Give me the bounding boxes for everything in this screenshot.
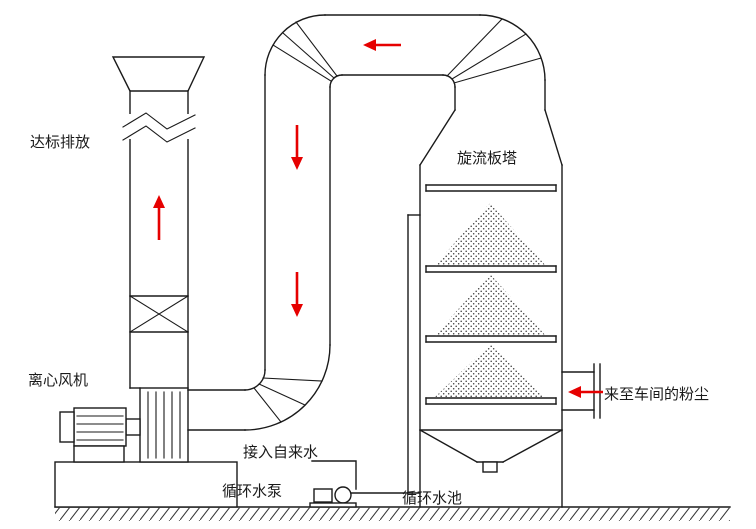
label-tower: 旋流板塔 xyxy=(457,149,517,167)
flow-arrows xyxy=(153,39,603,398)
tower-tray xyxy=(425,265,557,273)
tower-tray xyxy=(425,397,557,405)
base-platform xyxy=(54,461,238,508)
label-emission: 达标排放 xyxy=(30,133,90,151)
tower-funnel xyxy=(419,429,563,473)
motor-coupling xyxy=(125,418,141,436)
tower-tray xyxy=(425,335,557,343)
label-pool: 循环水池 xyxy=(402,489,462,507)
exhaust-stack xyxy=(111,56,206,389)
motor-end-cap xyxy=(59,411,75,443)
swirl-plate-cone xyxy=(434,274,546,336)
ground xyxy=(54,506,731,521)
water-system xyxy=(309,214,421,508)
downcomer-arrow-icon xyxy=(291,125,303,170)
label-tap-water: 接入自来水 xyxy=(243,443,318,461)
downcomer-arrow-icon xyxy=(291,272,303,317)
stack-break-line xyxy=(122,112,196,130)
tower-tray xyxy=(425,184,557,192)
stack-cap xyxy=(111,56,206,92)
label-pump: 循环水泵 xyxy=(222,482,282,500)
stack-x-brace xyxy=(129,295,189,333)
circulating-pump xyxy=(309,486,421,508)
stack-up-arrow-icon xyxy=(153,195,165,240)
label-dust-inlet: 来至车间的粉尘 xyxy=(604,385,709,403)
stack-break-line xyxy=(122,125,196,143)
tap-water-pipe xyxy=(311,460,357,490)
swirl-plate-cone xyxy=(434,344,546,398)
inlet-left-arrow-icon xyxy=(568,386,603,398)
label-fan: 离心风机 xyxy=(28,371,88,389)
top-duct-left-arrow-icon xyxy=(363,39,401,51)
centrifugal-fan xyxy=(59,387,189,463)
motor-feet xyxy=(73,445,125,463)
scrubber-tower xyxy=(419,109,563,508)
labels: 达标排放 旋流板塔 离心风机 接入自来水 循环水泵 循环水池 来至车间的粉尘 xyxy=(28,133,709,507)
u-duct xyxy=(187,14,546,431)
swirl-plate-cone xyxy=(434,203,546,266)
tower-hood xyxy=(419,109,456,166)
